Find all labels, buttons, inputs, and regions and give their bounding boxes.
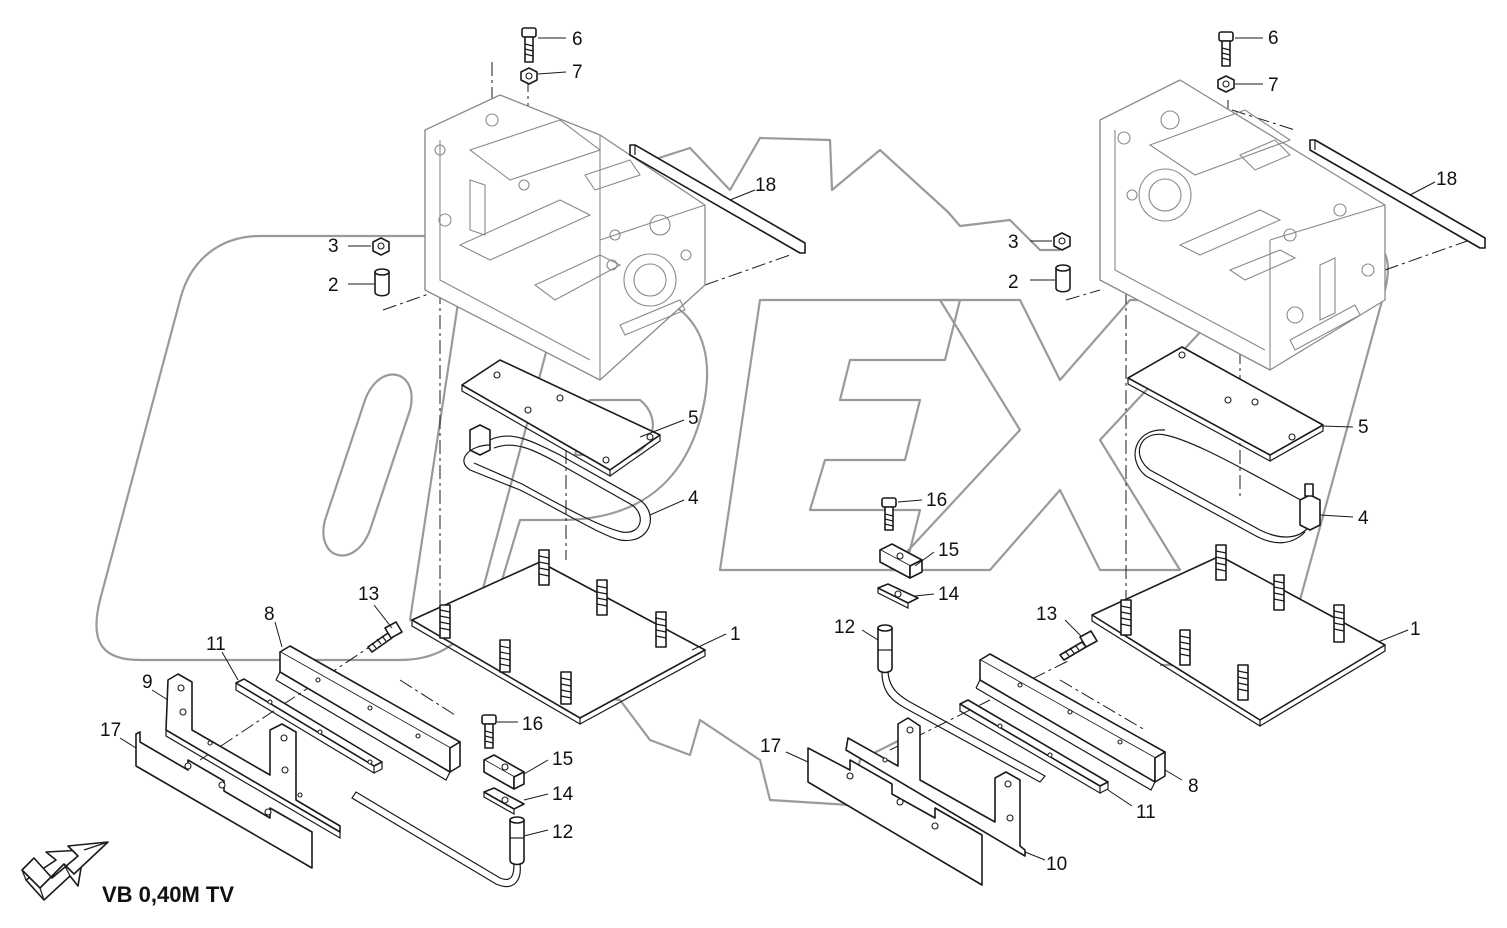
callout-12-right: 12 <box>834 617 855 638</box>
callout-15-left: 15 <box>552 749 573 770</box>
flat-bar-11-left <box>235 678 383 775</box>
callout-2-right: 2 <box>1008 272 1019 293</box>
stud <box>1237 664 1249 701</box>
flat-bar-11-right <box>959 699 1109 795</box>
callout-3-left: 3 <box>328 236 339 257</box>
stud <box>538 549 550 586</box>
callout-4-left: 4 <box>688 488 699 509</box>
callout-17-right: 17 <box>760 736 781 757</box>
callout-8-left: 8 <box>264 604 275 625</box>
stud <box>655 611 667 648</box>
screw-13-right <box>1059 630 1098 661</box>
strip-17-left <box>135 731 313 869</box>
nut-3-right <box>1053 232 1071 251</box>
callout-16-left: 16 <box>522 714 543 735</box>
left-assembly: 6 7 18 3 2 5 4 1 13 8 11 9 17 1 <box>100 27 806 888</box>
bracket-10-right <box>845 717 1026 857</box>
callout-11-left: 11 <box>206 634 226 655</box>
callout-6-right: 6 <box>1268 28 1279 49</box>
callout-14-right: 14 <box>938 584 960 605</box>
callout-12-left: 12 <box>552 822 573 843</box>
stud <box>1215 544 1227 581</box>
clamp-14-right <box>877 583 919 609</box>
stud <box>1179 629 1191 666</box>
base-plate-1-right <box>1091 544 1386 728</box>
housing-frame-left <box>424 94 706 381</box>
screw-16-left <box>481 714 497 749</box>
spacer-2-left <box>374 268 390 297</box>
callout-17-left: 17 <box>100 720 121 741</box>
bolt-6-right <box>1218 31 1234 67</box>
callout-9-left: 9 <box>142 672 153 693</box>
stud <box>560 671 572 705</box>
strip-17-right <box>807 747 983 886</box>
screw-16-right <box>881 497 897 531</box>
callouts-right: 6 7 18 3 2 5 4 1 13 8 11 10 17 <box>760 28 1457 875</box>
right-assembly: 6 7 18 3 2 5 4 1 13 8 11 10 17 <box>760 28 1486 886</box>
nut-7-left <box>520 67 538 85</box>
stud <box>596 579 608 616</box>
clamp-14-left <box>483 787 525 816</box>
callout-10-right: 10 <box>1046 854 1067 875</box>
housing-frame-right <box>1099 79 1386 371</box>
clamp-15-left <box>483 754 525 790</box>
view-direction-arrow <box>21 841 109 901</box>
stud <box>499 639 511 673</box>
seal-loop-4-right <box>1134 429 1321 544</box>
callout-7-right: 7 <box>1268 75 1279 96</box>
callout-14-left: 14 <box>552 784 574 805</box>
callout-6-left: 6 <box>572 29 583 50</box>
stud <box>1120 599 1132 636</box>
gasket-strip-18-right <box>1309 139 1486 249</box>
callout-1-right: 1 <box>1410 619 1421 640</box>
cover-plate-5-right <box>1127 346 1324 463</box>
gasket-strip-18-left <box>629 144 806 254</box>
callout-18-right: 18 <box>1436 169 1457 190</box>
base-plate-1-left <box>411 549 706 726</box>
screw-13-left <box>367 621 403 653</box>
rail-8-left <box>275 645 461 781</box>
callout-3-right: 3 <box>1008 232 1019 253</box>
stud <box>1333 604 1345 643</box>
pin-12-left <box>351 791 525 888</box>
callout-4-right: 4 <box>1358 508 1369 529</box>
spacer-2-right <box>1055 264 1071 293</box>
clamp-15-right <box>879 543 923 579</box>
callout-1-left: 1 <box>730 624 741 645</box>
pin-12-right <box>877 624 1046 783</box>
callout-16-right: 16 <box>926 490 947 511</box>
stud <box>1273 574 1285 611</box>
bolt-6-left <box>521 27 537 63</box>
callout-13-right: 13 <box>1036 604 1057 625</box>
view-label: VB 0,40M TV <box>102 882 234 907</box>
callout-5-left: 5 <box>688 408 699 429</box>
callout-15-right: 15 <box>938 540 959 561</box>
seal-loop-4-left <box>463 424 651 542</box>
callout-13-left: 13 <box>358 584 379 605</box>
stud <box>439 604 451 639</box>
callout-7-left: 7 <box>572 62 583 83</box>
callout-18-left: 18 <box>755 175 776 196</box>
bracket-9-left <box>165 673 341 840</box>
callout-11-right: 11 <box>1136 802 1156 823</box>
rail-8-right <box>975 653 1166 791</box>
cover-plate-5-left <box>461 359 661 478</box>
callout-8-right: 8 <box>1188 776 1199 797</box>
nut-7-right <box>1217 75 1235 93</box>
callout-5-right: 5 <box>1358 417 1369 438</box>
callout-2-left: 2 <box>328 275 339 296</box>
nut-3-left <box>372 237 390 256</box>
callouts-left: 6 7 18 3 2 5 4 1 13 8 11 9 17 1 <box>100 29 776 843</box>
